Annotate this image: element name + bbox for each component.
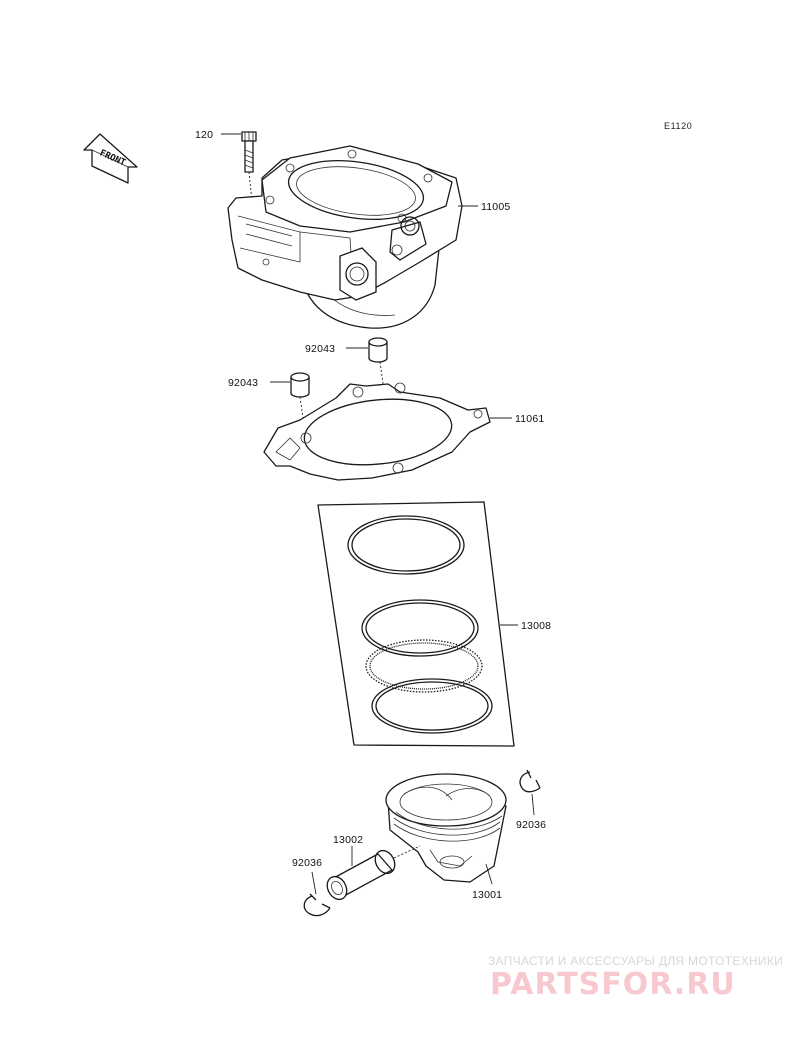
callout-gasket: 11061 (515, 413, 544, 425)
diagram-code: E1120 (664, 121, 692, 131)
piston-ring-set-part (317, 501, 515, 747)
dowel-pin-part-left (290, 372, 310, 433)
callout-piston: 13001 (472, 889, 502, 901)
callout-dowel-top: 92043 (305, 343, 335, 355)
callout-dowel-left: 92043 (228, 377, 258, 389)
piston-pin-part (326, 845, 421, 901)
watermark-tagline: ЗАПЧАСТИ И АКСЕССУАРЫ ДЛЯ МОТОТЕХНИКИ (488, 954, 783, 968)
dowel-pin-part (368, 337, 395, 463)
circlip-part-right (519, 769, 541, 793)
front-arrow-label: FRONT (98, 148, 127, 168)
callout-cylinder: 11005 (481, 201, 510, 213)
cylinder-part (227, 145, 463, 329)
cylinder-base-gasket-part (263, 382, 491, 481)
piston-part (385, 773, 507, 883)
callout-piston-pin: 13002 (333, 834, 363, 846)
callout-bolt: 120 (195, 129, 213, 141)
callout-ring-set: 13008 (521, 620, 551, 632)
watermark-brand: PARTSFOR.RU (490, 967, 736, 1002)
callout-circlip-left: 92036 (292, 857, 322, 869)
front-direction-arrow-icon: FRONT (83, 133, 138, 184)
callout-circlip-right: 92036 (516, 819, 546, 831)
circlip-part-left (303, 893, 331, 917)
